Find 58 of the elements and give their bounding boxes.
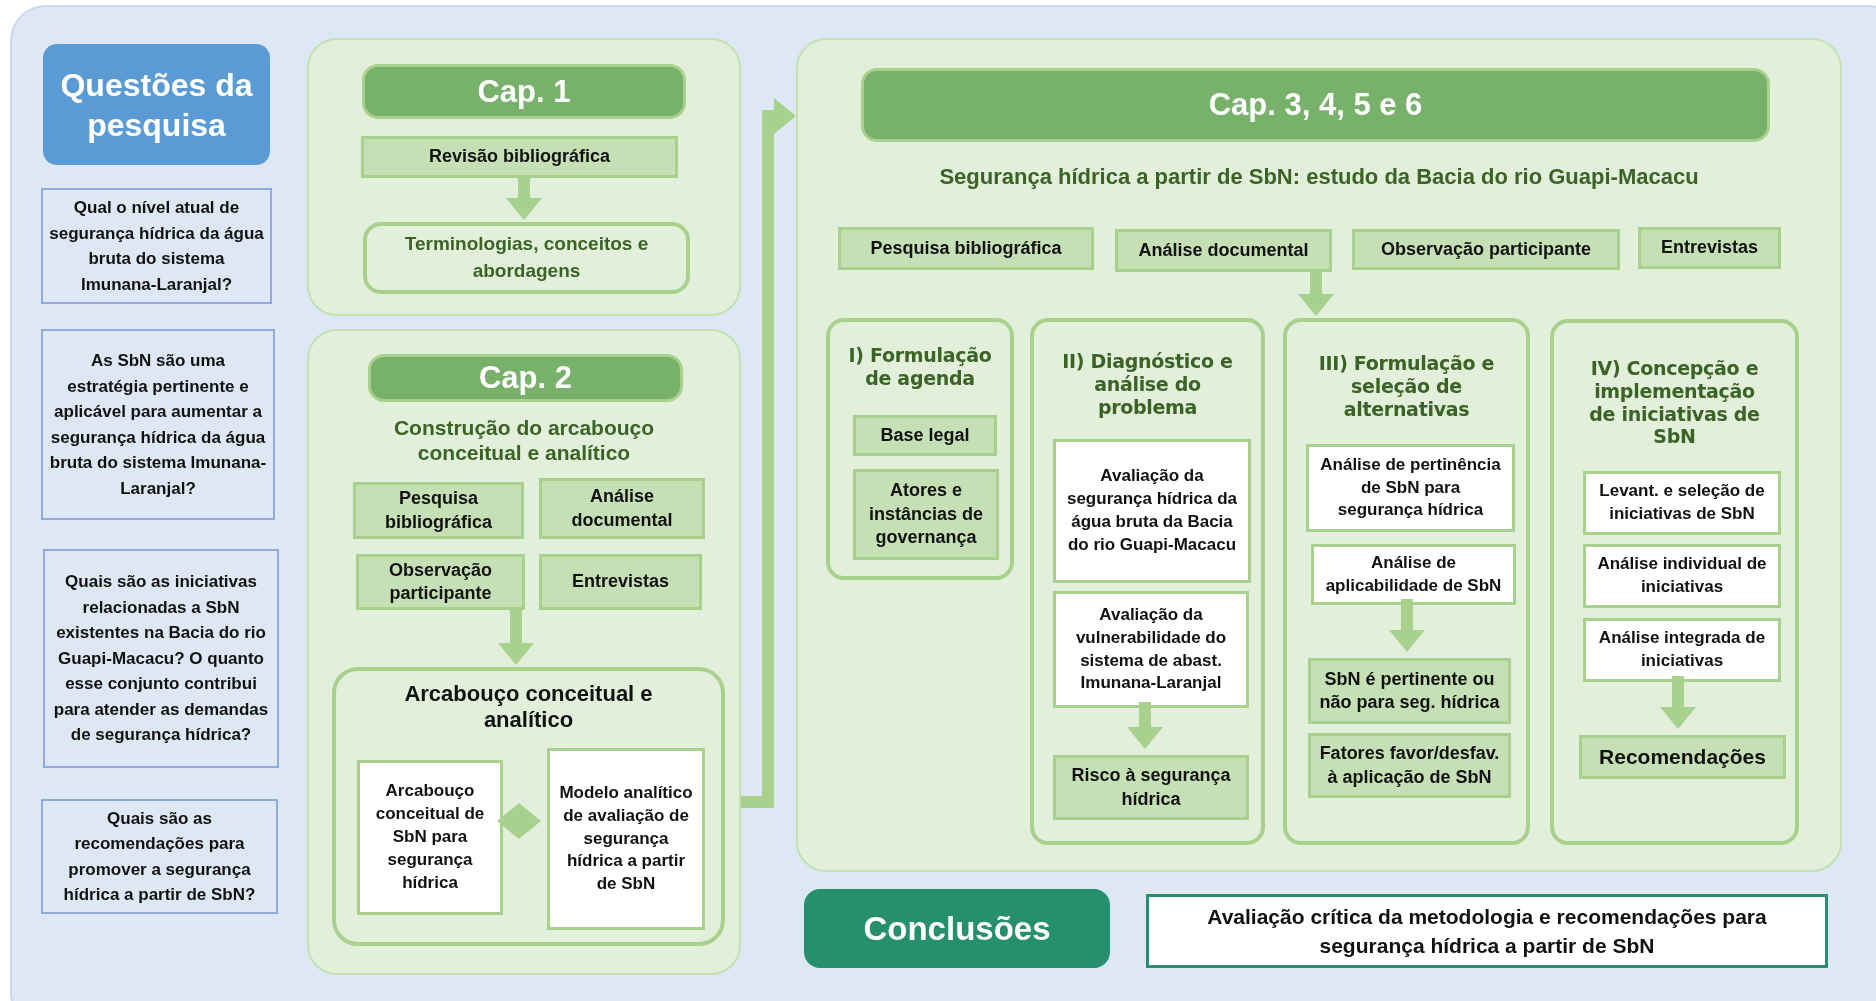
panel-heading: Segurança hídrica a partir de SbN: estudo da Bacia do rio Guapi-Macacu bbox=[938, 164, 1700, 191]
result-box: Terminologias, conceitos e abordagens bbox=[363, 222, 690, 294]
question-box: Quais são as iniciativas relacionadas a SbN existentes na Bacia do rio Guapi-Macacu? O quanto esse conjunto contribui para atender as demandas de segurança hídrica? bbox=[43, 549, 279, 768]
method-box: Revisão bibliográfica bbox=[361, 136, 678, 178]
block-arrow bbox=[1660, 676, 1696, 729]
method-box: Análise documental bbox=[539, 478, 705, 539]
panel-heading: Arcabouço conceitual e analítico bbox=[403, 681, 654, 734]
question-box: Qual o nível atual de segurança hídrica da água bruta do sistema Imunana-Laranjal? bbox=[41, 188, 272, 304]
panel-heading: III) Formulação e seleção de alternativas bbox=[1317, 352, 1496, 421]
panel-heading: I) Formulação de agenda bbox=[847, 344, 993, 390]
method-box: Risco à segurança hídrica bbox=[1053, 755, 1249, 820]
result-box: Modelo analítico de avaliação de segurança hídrica a partir de SbN bbox=[547, 748, 705, 930]
method-box: Pesquisa bibliográfica bbox=[838, 227, 1094, 270]
method-box: Fatores favor/desfav. à aplicação de SbN bbox=[1308, 733, 1511, 798]
result-box: Análise de pertinência de SbN para segurança hídrica bbox=[1306, 444, 1515, 532]
block-arrow bbox=[497, 803, 541, 839]
result-box: Arcabouço conceitual de SbN para segurança hídrica bbox=[357, 760, 503, 915]
chapter-panel bbox=[307, 329, 741, 975]
block-arrow bbox=[1298, 270, 1334, 316]
chapter-panel bbox=[307, 38, 741, 316]
stage-panel bbox=[1030, 318, 1265, 845]
framework-panel bbox=[332, 667, 725, 946]
method-box: Observação participante bbox=[356, 554, 525, 610]
stage-panel bbox=[1550, 319, 1799, 845]
method-box: Atores e instâncias de governança bbox=[853, 469, 999, 560]
method-box: Base legal bbox=[853, 415, 997, 456]
block-arrow bbox=[741, 98, 796, 808]
section-header: Questões da pesquisa bbox=[43, 44, 270, 165]
result-box: Análise individual de iniciativas bbox=[1583, 544, 1781, 608]
method-box: Observação participante bbox=[1352, 229, 1620, 270]
panel-heading: II) Diagnóstico e análise do problema bbox=[1061, 350, 1234, 419]
block-arrow bbox=[1127, 702, 1163, 749]
result-box: Análise de aplicabilidade de SbN bbox=[1311, 544, 1516, 605]
result-box: Análise integrada de iniciativas bbox=[1583, 618, 1781, 682]
result-box: Levant. e seleção de iniciativas de SbN bbox=[1583, 471, 1781, 535]
question-box: As SbN são uma estratégia pertinente e aplicável para aumentar a segurança hídrica da água bruta do sistema Imunana-Laranjal? bbox=[41, 329, 275, 520]
chapter-header: Cap. 2 bbox=[368, 354, 683, 402]
result-box: Avaliação da segurança hídrica da água bruta da Bacia do rio Guapi-Macacu bbox=[1053, 439, 1251, 583]
block-arrow bbox=[506, 176, 542, 220]
method-box: Entrevistas bbox=[1638, 227, 1781, 269]
stage-panel bbox=[1283, 318, 1530, 845]
conclusion-box: Avaliação crítica da metodologia e recomendações para segurança hídrica a partir de SbN bbox=[1146, 894, 1828, 968]
chapter-header: Cap. 3, 4, 5 e 6 bbox=[861, 68, 1770, 142]
method-box: Análise documental bbox=[1115, 229, 1332, 272]
method-box: Recomendações bbox=[1579, 735, 1786, 779]
block-arrow bbox=[498, 608, 534, 665]
chapter-header: Cap. 1 bbox=[362, 64, 686, 119]
panel-heading: IV) Concepção e implementação de iniciativas de SbN bbox=[1588, 357, 1761, 449]
block-arrow bbox=[1389, 599, 1425, 652]
result-box: Avaliação da vulnerabilidade do sistema de abast. Imunana-Laranjal bbox=[1053, 591, 1249, 708]
method-box: Entrevistas bbox=[539, 554, 702, 610]
conclusion-header: Conclusões bbox=[804, 889, 1110, 968]
panel-heading: Construção do arcabouço conceitual e analítico bbox=[392, 415, 656, 466]
question-box: Quais são as recomendações para promover a segurança hídrica a partir de SbN? bbox=[41, 799, 278, 914]
method-box: SbN é pertinente ou não para seg. hídrica bbox=[1308, 658, 1511, 724]
chapter-panel bbox=[796, 38, 1842, 872]
stage-panel bbox=[826, 318, 1014, 580]
method-box: Pesquisa bibliográfica bbox=[353, 482, 524, 539]
